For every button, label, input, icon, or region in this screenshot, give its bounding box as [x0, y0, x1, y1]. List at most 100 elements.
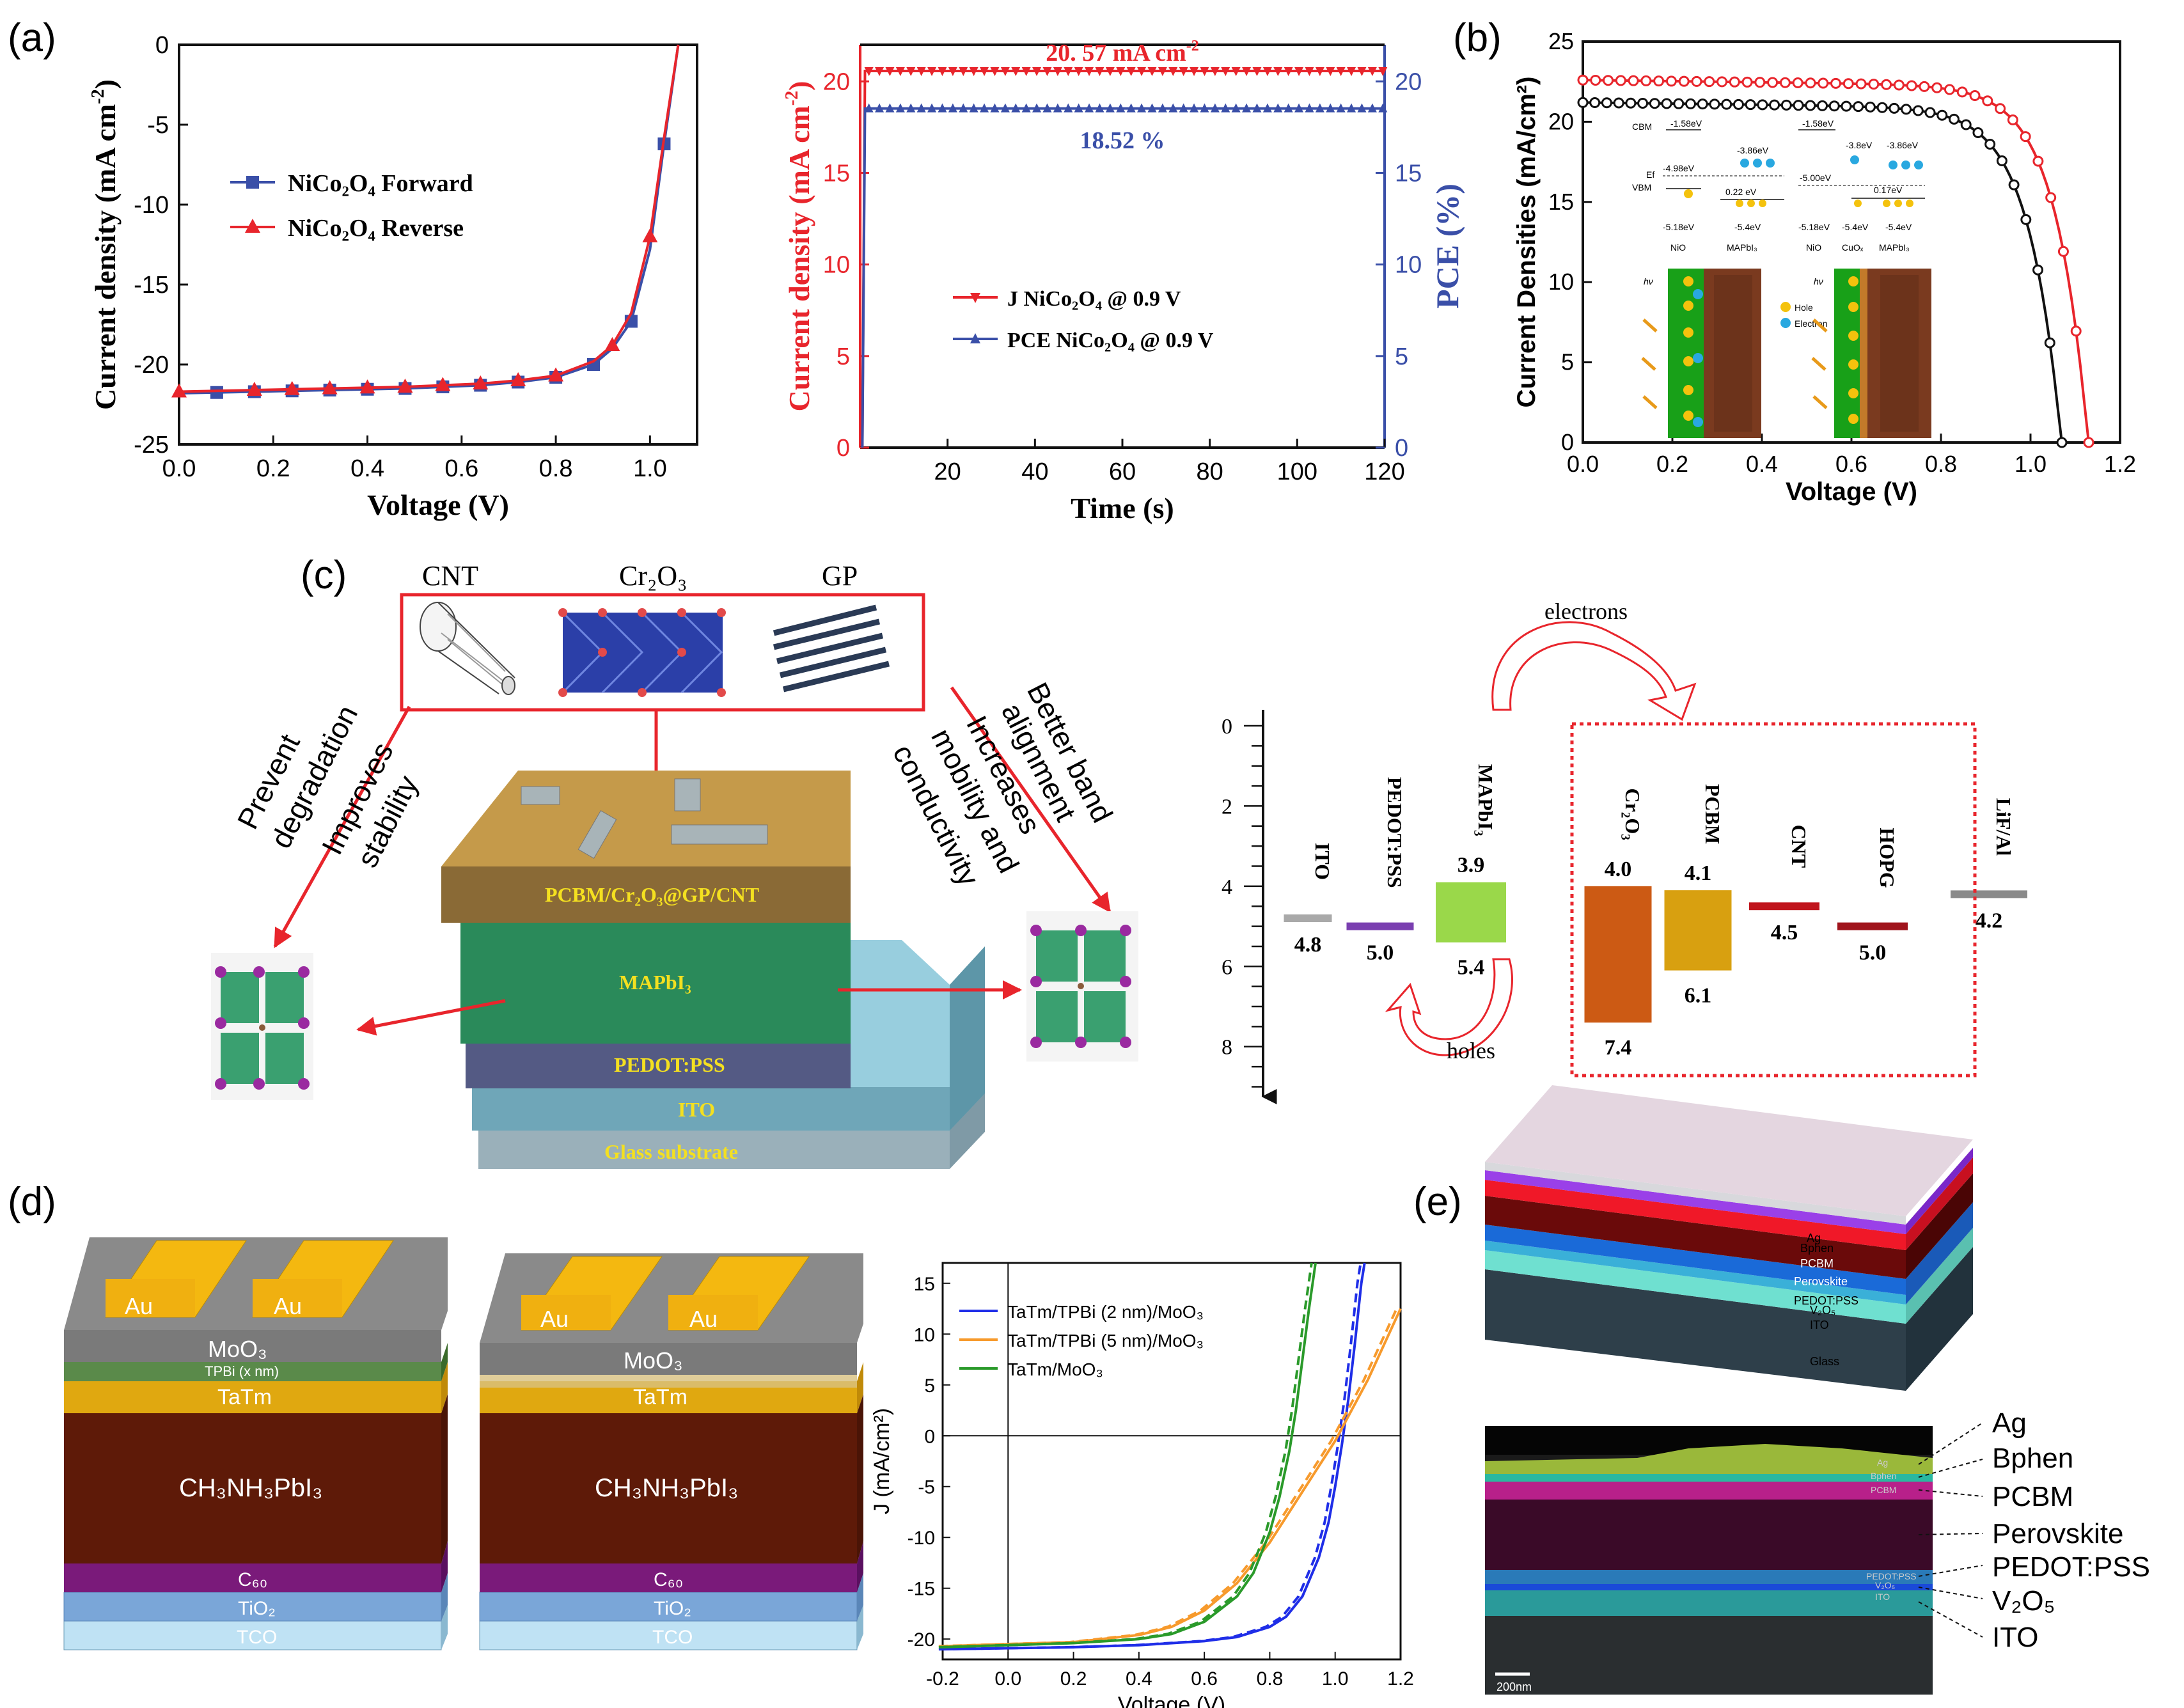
data-point: [1931, 82, 1943, 93]
data-point: [2070, 325, 2082, 337]
c60-side: [857, 1541, 863, 1592]
data-point: [1357, 67, 1367, 76]
y-tick-label: -20: [134, 352, 169, 379]
hole-dot: [1848, 388, 1858, 398]
y-tick-label: 5: [1561, 349, 1574, 375]
data-point: [1242, 67, 1252, 76]
x-tick-label: -0.2: [926, 1668, 959, 1689]
data-point: [1336, 103, 1346, 113]
c60-side: [441, 1541, 448, 1592]
data-point: [1074, 67, 1083, 76]
data-point: [1779, 77, 1791, 88]
energy-level-line: [1346, 922, 1414, 930]
callout-label: V₂O₅: [1992, 1585, 2055, 1617]
data-point: [210, 386, 223, 399]
data-point: [2020, 214, 2032, 225]
inset-label: MAPbI₃: [1879, 242, 1910, 253]
data-point: [1190, 103, 1199, 113]
data-point: [1817, 100, 1828, 111]
data-point: [1577, 97, 1589, 108]
data-point: [1757, 99, 1768, 111]
sem-pedot-layer: [1485, 1570, 1933, 1584]
y-axis-label: Current density (mA cm-2): [782, 81, 815, 412]
data-point: [1729, 76, 1740, 88]
layer-label-pedot: PEDOT:PSS: [614, 1053, 725, 1076]
y-tick-label: 0: [837, 435, 850, 462]
inset-left-band-diagram: CBM -1.58eV -3.86eV Ef -4.98eV VBM 0.22 …: [1632, 118, 1827, 438]
data-point: [1085, 103, 1094, 113]
materials-box: [400, 593, 925, 712]
layer-label: Ag: [1807, 1232, 1821, 1244]
hole-dot: [1683, 385, 1693, 395]
data-point: [1853, 101, 1864, 113]
layer-label: TCO: [652, 1627, 693, 1648]
au-label: Au: [125, 1293, 153, 1319]
data-point: [1640, 75, 1652, 86]
au-label: Au: [689, 1306, 718, 1332]
y-tick-label: 10: [1548, 269, 1574, 295]
x-tick-label: 0.0: [994, 1668, 1021, 1689]
data-point: [1221, 67, 1230, 76]
data-point: [1200, 103, 1209, 113]
au-electrode-1-front: [106, 1279, 195, 1317]
data-point: [1653, 75, 1665, 87]
data-point: [1168, 103, 1178, 113]
tco-layer: [63, 1620, 442, 1650]
data-point: [1042, 67, 1052, 76]
data-point: [1200, 67, 1209, 76]
panel-label-a: (a): [8, 16, 56, 60]
pcbm-layer: [441, 866, 851, 923]
arrow-right: [950, 686, 1112, 913]
data-point: [1000, 103, 1010, 113]
data-point: [1603, 75, 1614, 86]
dotted-box: [1570, 722, 1977, 1077]
annotation-pce: 18.52 %: [1080, 127, 1165, 154]
data-point: [1876, 102, 1888, 113]
material-gp: GP: [822, 560, 858, 592]
hole-dot: [1848, 331, 1858, 341]
glass-layer-front: [478, 1131, 950, 1169]
sem-ag-layer: [1485, 1444, 1933, 1474]
y-tick-label: 10: [914, 1324, 935, 1345]
pedot-layer-front: [1485, 1225, 1906, 1295]
hole-dot: [1736, 200, 1743, 207]
series-line-dashed: [938, 1262, 1313, 1649]
callout-line: [1918, 1601, 1983, 1638]
data-point: [1615, 75, 1626, 86]
y-axis-label-sup: -2: [782, 91, 802, 106]
electron-dot: [1766, 159, 1775, 168]
data-point: [1649, 98, 1660, 109]
data-point: [990, 67, 1000, 76]
data-point: [1769, 99, 1780, 111]
legend-label: NiCo₂O₄ Reverse: [288, 215, 464, 242]
inset-right-band-diagram: -1.58eV -3.8eV -3.86eV -5.00eV 0.17eV -5…: [1798, 118, 1931, 438]
y-tick-label: 0: [155, 32, 169, 59]
tpbi-layer: [64, 1362, 441, 1381]
data-point: [1901, 104, 1912, 115]
data-point: [473, 375, 489, 389]
inset-label: 0.22 eV: [1725, 187, 1757, 197]
y-tick-label: 0: [924, 1426, 935, 1447]
axis-tick-label: 6: [1222, 955, 1232, 979]
legend-label: TaTm/TPBi (2 nm)/MoO₃: [1007, 1302, 1204, 1322]
perovskite-side: [441, 1394, 448, 1563]
data-point: [1969, 90, 1981, 101]
y-tick-label: 15: [914, 1274, 935, 1295]
data-point: [1315, 103, 1324, 113]
data-point: [2057, 246, 2069, 257]
inset-cuox-layer: [1860, 269, 1867, 438]
x-tick-label: 0.6: [444, 455, 478, 482]
material-name: ITO: [1311, 843, 1334, 880]
data-point: [1577, 74, 1589, 86]
x-axis-label: Voltage (V): [367, 489, 509, 521]
sem-tiny-label: PCBM: [1871, 1485, 1896, 1495]
pcbm-layer-front: [1485, 1180, 1906, 1250]
inset-label: NiO: [1806, 242, 1821, 253]
data-point: [927, 103, 937, 113]
y-tick-label: -20: [907, 1629, 935, 1650]
data-point: [1158, 103, 1167, 113]
layer-label: PCBM: [1800, 1257, 1834, 1270]
